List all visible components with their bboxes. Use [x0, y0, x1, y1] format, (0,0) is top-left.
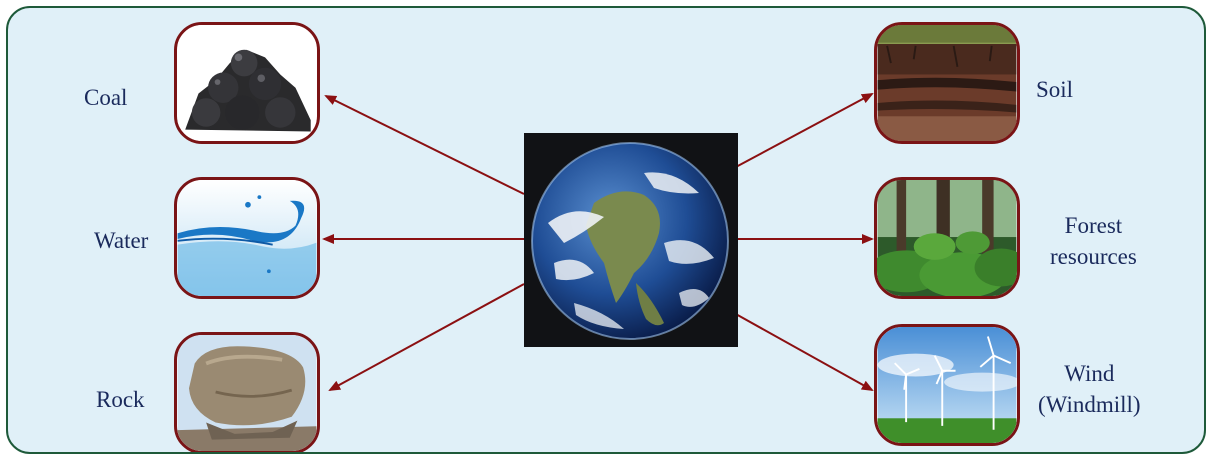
label-wind-line1: Wind — [1038, 358, 1141, 389]
label-forest-line1: Forest — [1050, 210, 1137, 241]
boulder-icon — [177, 335, 317, 451]
arrow-to-wind — [734, 313, 872, 390]
windmill-icon — [877, 327, 1017, 443]
coal-lumps-icon — [177, 25, 317, 141]
label-water: Water — [94, 225, 148, 256]
label-forest-line2: resources — [1050, 241, 1137, 272]
label-rock: Rock — [96, 384, 145, 415]
earth-globe-icon — [524, 133, 738, 347]
label-soil: Soil — [1036, 74, 1073, 105]
water-wave-icon — [177, 180, 317, 296]
label-coal: Coal — [84, 82, 127, 113]
rock-image — [174, 332, 320, 454]
label-wind: Wind (Windmill) — [1038, 358, 1141, 420]
label-wind-line2: (Windmill) — [1038, 389, 1141, 420]
diagram-frame: Coal Water — [6, 6, 1206, 454]
soil-layers-icon — [877, 25, 1017, 141]
arrow-to-coal — [326, 96, 524, 194]
earth-image — [524, 133, 738, 347]
arrow-to-soil — [734, 94, 872, 168]
forest-icon — [877, 180, 1017, 296]
arrow-to-rock — [330, 284, 524, 390]
label-forest: Forest resources — [1050, 210, 1137, 272]
water-image — [174, 177, 320, 299]
coal-image — [174, 22, 320, 144]
soil-image — [874, 22, 1020, 144]
forest-image — [874, 177, 1020, 299]
windmill-image — [874, 324, 1020, 446]
